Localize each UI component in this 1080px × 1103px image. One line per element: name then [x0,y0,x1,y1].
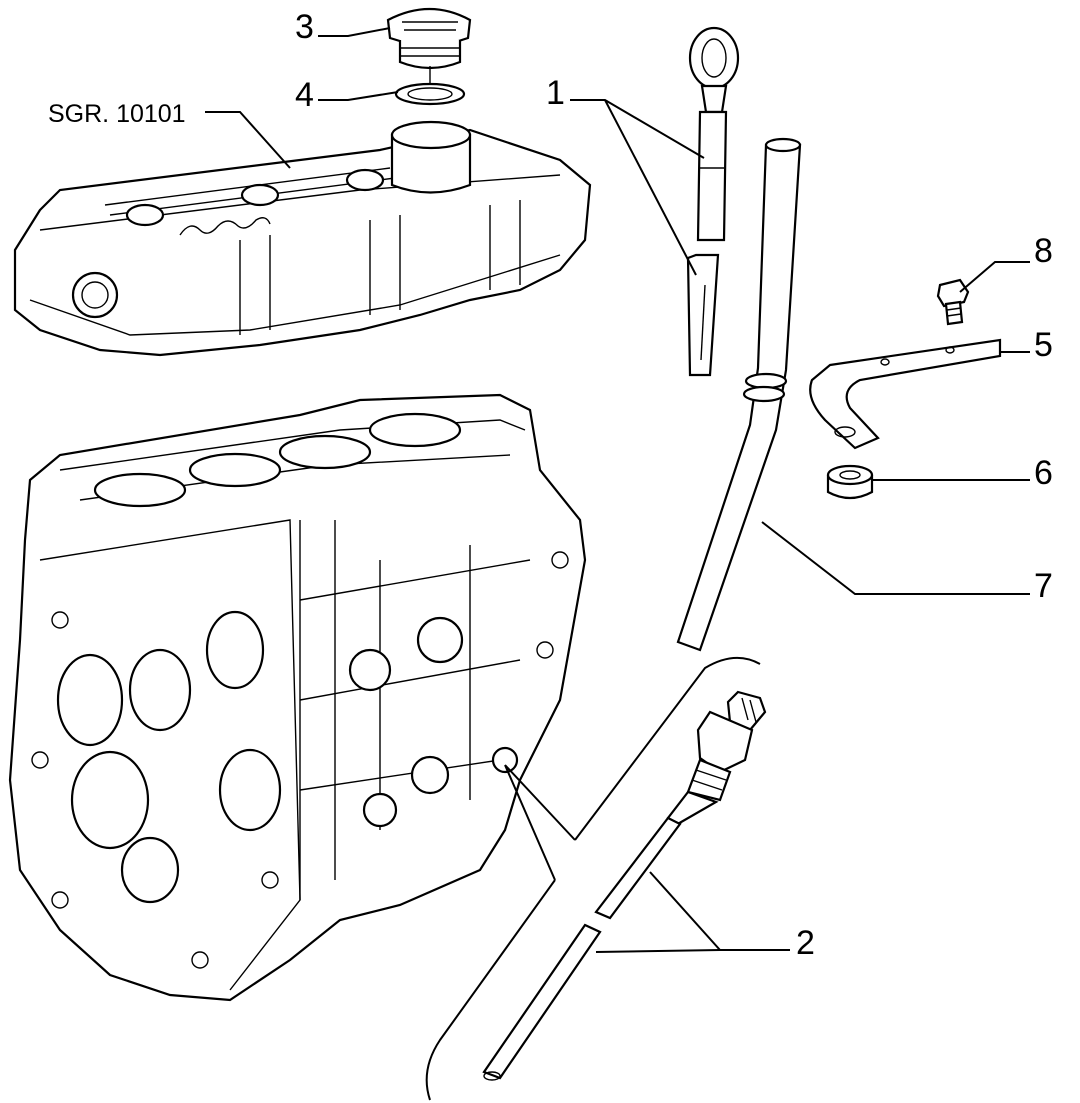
callout-8: 8 [1034,232,1053,270]
oil-dipstick-icon [686,26,740,377]
engine-block-icon [8,393,587,1002]
grommet-icon [826,464,874,500]
callout-7: 7 [1034,567,1053,605]
inset-pointer [504,764,576,881]
callout-1: 1 [546,74,565,112]
inset-boundary [425,657,761,1101]
oil-level-sensor-icon [482,690,767,1081]
callout-sgr-ref: SGR. 10101 [48,100,186,128]
bolt-icon [936,278,970,326]
dipstick-tube-icon [676,137,802,652]
callout-5: 5 [1034,326,1053,364]
leader-lines [205,27,1030,953]
seal-ring-icon [394,66,466,106]
oil-filler-cap-icon [386,7,472,70]
bracket-icon [809,338,1002,450]
callout-2: 2 [796,924,815,962]
callout-6: 6 [1034,454,1053,492]
callout-3: 3 [295,8,314,46]
valve-cover-icon [13,120,592,357]
callout-4: 4 [295,76,314,114]
